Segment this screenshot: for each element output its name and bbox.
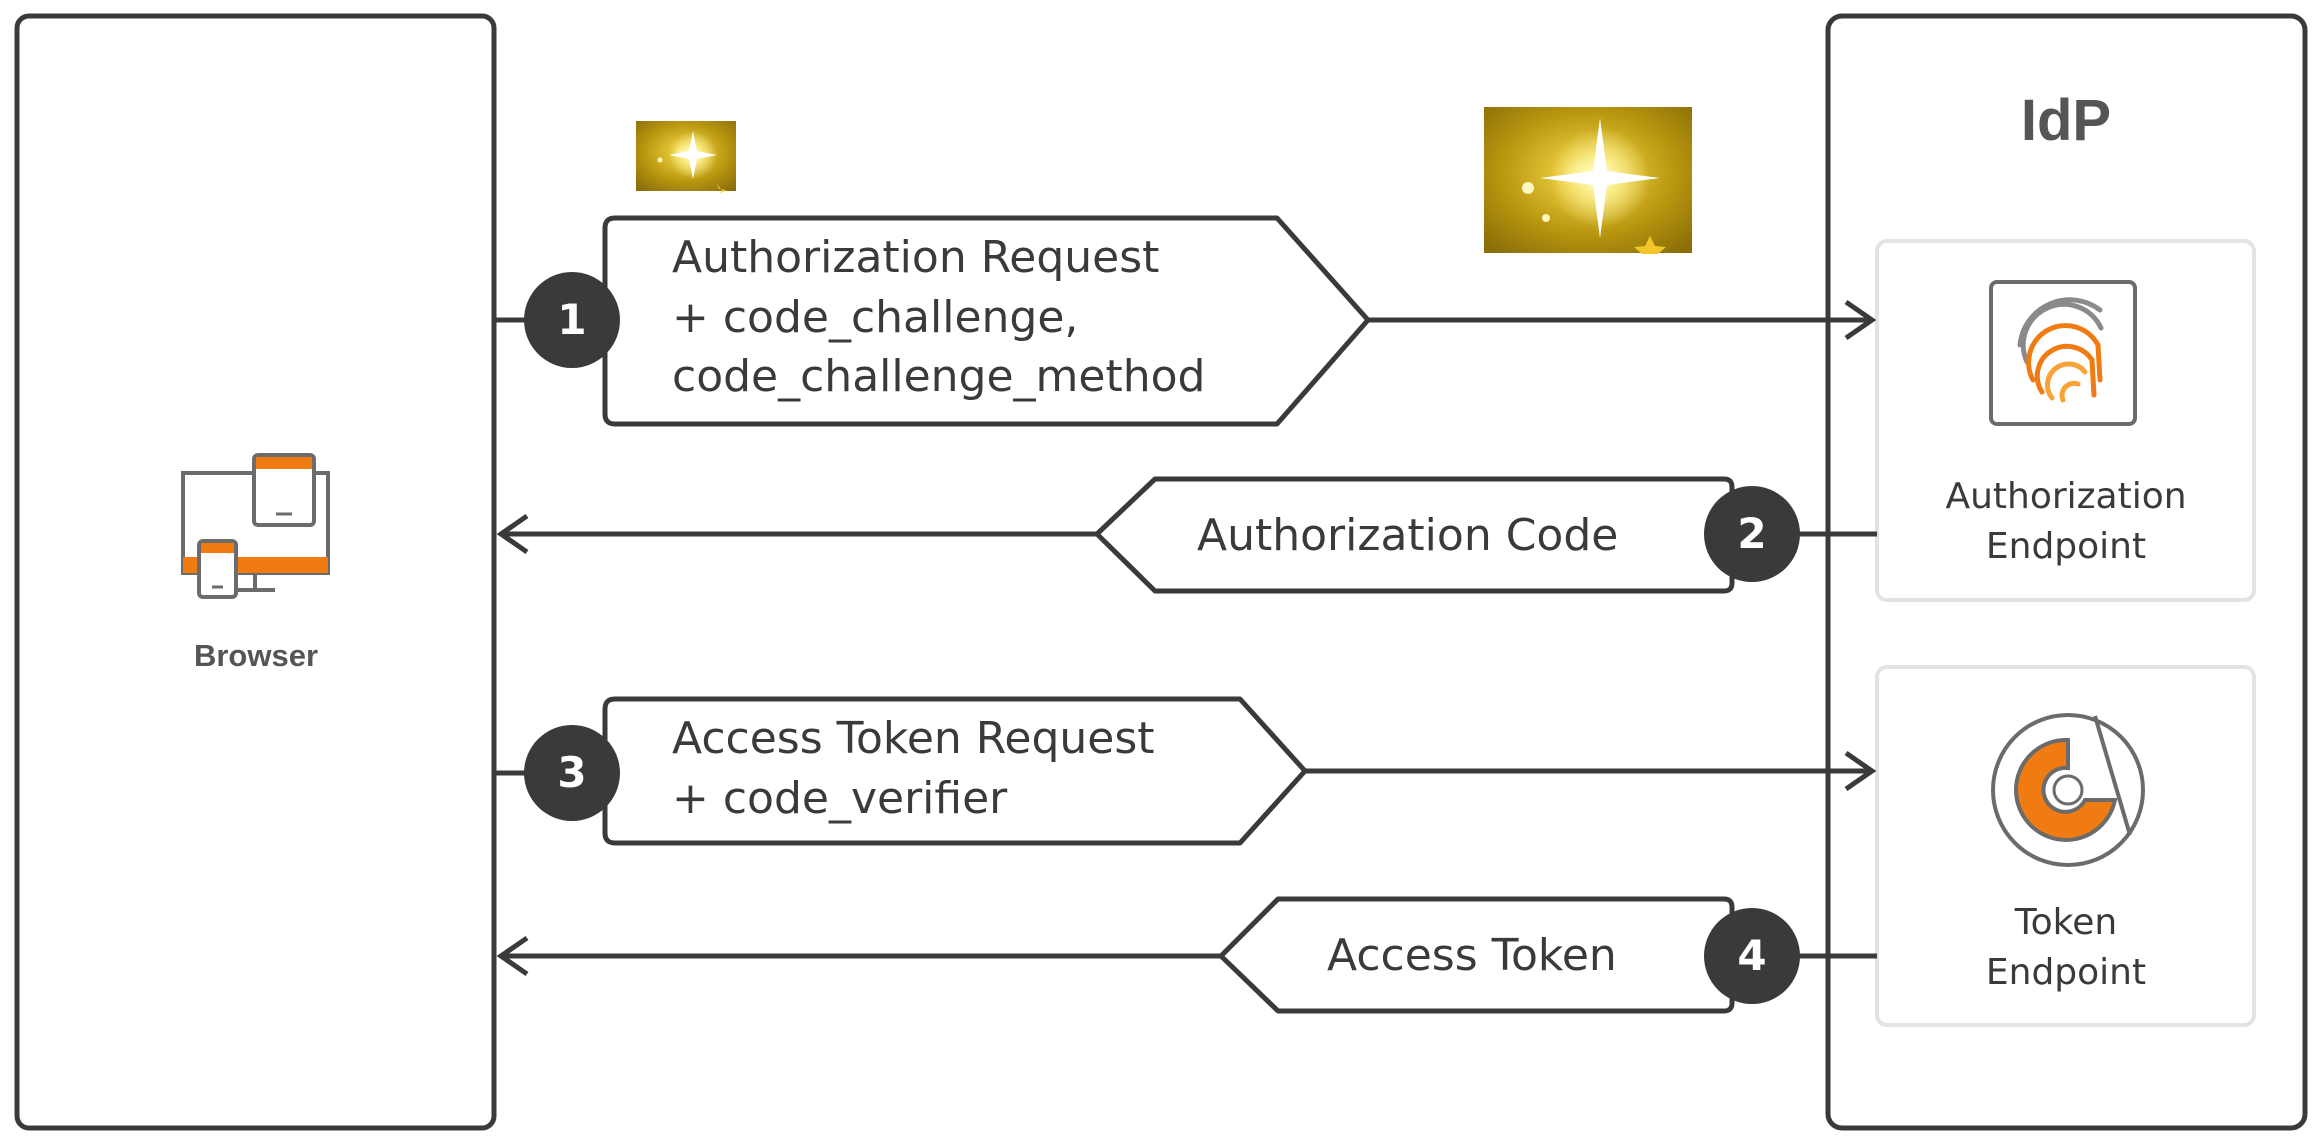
token-endpoint-label-2: Endpoint	[1986, 952, 2146, 993]
step-1-arrowhead	[1844, 299, 1877, 341]
step-2-arrowhead	[496, 513, 529, 555]
step-3-access-token-request: 3 Access Token Request + code_verifier	[494, 696, 1877, 846]
step-3-number: 3	[557, 748, 586, 797]
step-4-text-line-1: Access Token	[1327, 930, 1617, 981]
step-4-arrowhead	[496, 935, 529, 977]
step-2-authorization-code: 2 Authorization Code	[496, 476, 1877, 594]
step-1-text-line-3: code_challenge_method	[672, 351, 1205, 402]
step-3-number-badge	[524, 725, 620, 821]
browser-devices-icon	[181, 453, 330, 599]
step-1-authorization-request: 1 Authorization Request + code_challenge…	[494, 215, 1877, 427]
step-2-number-badge	[1704, 486, 1800, 582]
step-3-text-line-1: Access Token Request	[672, 713, 1155, 764]
step-2-number: 2	[1737, 509, 1766, 558]
step-3-text-line-2: + code_verifier	[672, 773, 1008, 824]
step-1-text-line-1: Authorization Request	[672, 232, 1159, 283]
sparkle-sticker-large	[1484, 107, 1692, 254]
step-3-arrowhead	[1844, 750, 1877, 792]
step-1-number-badge	[524, 272, 620, 368]
step-4-number: 4	[1737, 931, 1766, 980]
token-icon	[1991, 713, 2145, 867]
token-endpoint-label-1: Token	[2014, 902, 2117, 943]
step-4-number-badge	[1704, 908, 1800, 1004]
fingerprint-icon	[1989, 280, 2137, 426]
step-4-access-token: 4 Access Token	[496, 896, 1877, 1014]
authorization-endpoint-label-2: Endpoint	[1986, 526, 2146, 567]
sparkle-sticker-small	[636, 121, 736, 194]
authorization-endpoint-label-1: Authorization	[1945, 476, 2186, 517]
step-1-number: 1	[557, 295, 586, 344]
step-1-text-line-2: + code_challenge,	[672, 292, 1078, 343]
step-1-label-box	[602, 215, 1371, 427]
step-3-label-box	[602, 696, 1308, 846]
idp-title: IdP	[2021, 88, 2111, 153]
browser-label: Browser	[194, 638, 318, 673]
step-2-text-line-1: Authorization Code	[1197, 510, 1618, 561]
